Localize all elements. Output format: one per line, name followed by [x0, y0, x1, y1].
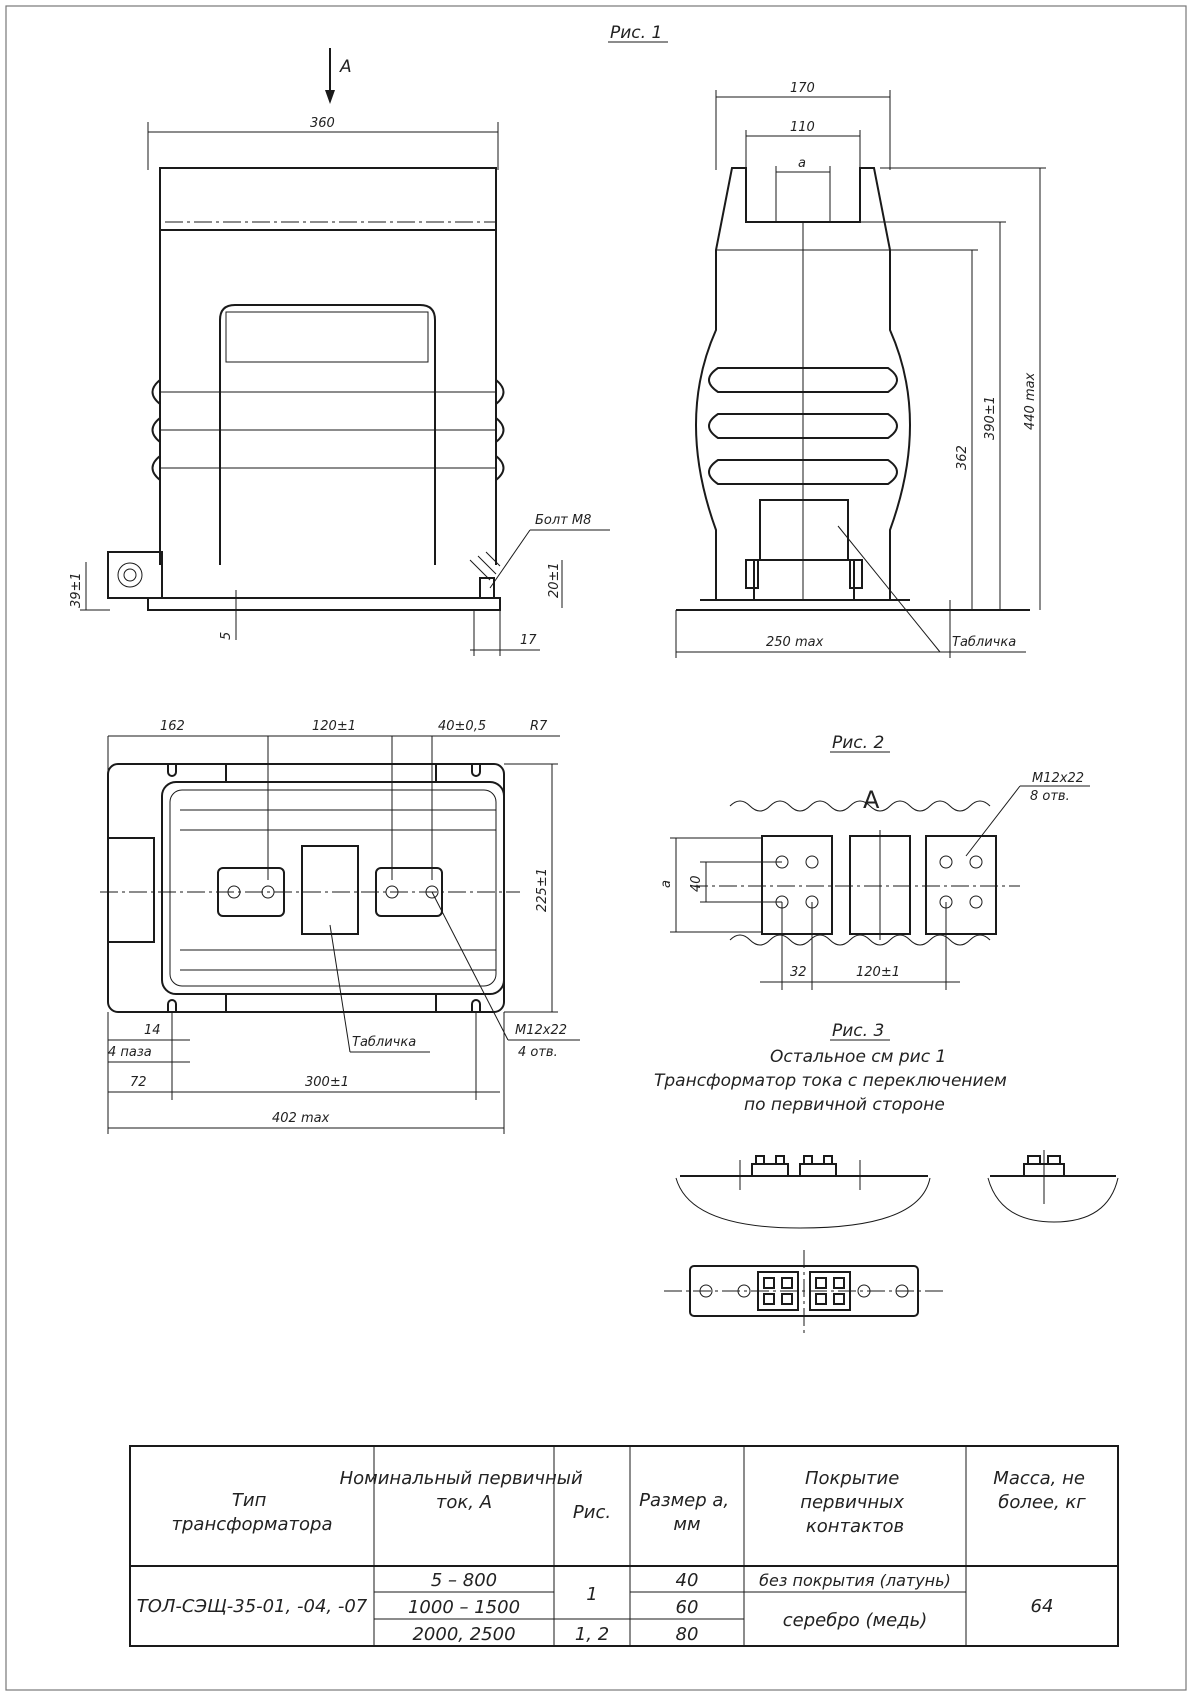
table-header-size: Размер а, мм — [639, 1490, 735, 1535]
dim-terminal-height: 39±1 — [69, 572, 84, 608]
dim-top-225: 225±1 — [535, 868, 550, 912]
fig2-view-label: A — [863, 786, 880, 814]
dim-top-r7: R7 — [530, 719, 548, 734]
table-fig-3: 1, 2 — [575, 1624, 609, 1645]
top-holes-count: 4 отв. — [518, 1045, 558, 1060]
top-plate-label: Табличка — [352, 1035, 416, 1050]
bolt-label: Болт М8 — [535, 513, 591, 528]
table-header-fig: Рис. — [573, 1502, 611, 1523]
table-current-1: 5 – 800 — [431, 1570, 497, 1591]
dim-bolt-offset: 17 — [520, 633, 537, 648]
fig1-title: Рис. 1 — [610, 23, 662, 43]
view-arrow-label: A — [339, 57, 352, 77]
dim-side-440: 440 max — [1023, 372, 1038, 430]
table-size-1: 40 — [676, 1570, 699, 1591]
table-fig-12: 1 — [586, 1584, 597, 1605]
dim-bolt-height: 20±1 — [547, 562, 562, 598]
dim-front-width: 360 — [310, 116, 335, 131]
table-header-mass: Масса, не более, кг — [993, 1468, 1090, 1513]
table-header-current: Номинальный первичный ток, А — [340, 1468, 589, 1513]
dim-top-300: 300±1 — [305, 1075, 349, 1090]
fig3-see-fig1: Остальное см рис 1 — [770, 1047, 946, 1067]
sheet-frame — [5, 5, 1187, 1691]
fig3-connection-plates — [757, 1271, 851, 1311]
side-view: 170 110 a 440 max 390±1 — [675, 81, 1046, 658]
dim-base-thickness: 5 — [219, 632, 234, 640]
dim-top-72: 72 — [130, 1075, 147, 1090]
dim-side-a: a — [798, 156, 806, 171]
table-current-3: 2000, 2500 — [412, 1624, 515, 1645]
fig2-dim-120: 120±1 — [856, 965, 900, 980]
fig3-view: Рис. 3 Остальное см рис 1 Трансформатор … — [654, 1021, 1119, 1334]
fig3-desc-line2: по первичной стороне — [744, 1095, 945, 1115]
side-plate-label: Табличка — [952, 635, 1016, 650]
dim-top-40: 40±0,5 — [438, 719, 486, 734]
dim-side-250: 250 max — [766, 635, 824, 650]
fig2-dim-a: a — [659, 880, 674, 888]
fig2-holes-label: М12х22 — [1032, 771, 1084, 786]
table-current-2: 1000 – 1500 — [408, 1597, 520, 1618]
fig3-title: Рис. 3 — [832, 1021, 884, 1041]
table-type: ТОЛ-СЭЩ-35-01, -04, -07 — [137, 1596, 368, 1617]
dim-top-402: 402 max — [272, 1111, 330, 1126]
dim-side-390: 390±1 — [983, 396, 998, 440]
fig2-dim-40: 40 — [689, 875, 704, 892]
dim-side-110: 110 — [790, 120, 815, 135]
fig3-desc-line1: Трансформатор тока с переключением — [654, 1071, 1007, 1091]
dim-side-362: 362 — [955, 445, 970, 470]
table-header-coating: Покрытие первичных контактов — [800, 1468, 910, 1537]
table-mass: 64 — [1031, 1596, 1054, 1617]
fig2-holes-count: 8 отв. — [1030, 789, 1070, 804]
dim-top-120: 120±1 — [312, 719, 356, 734]
dim-side-170: 170 — [790, 81, 815, 96]
dim-top-14: 14 — [144, 1023, 161, 1038]
fig2-dim-32: 32 — [790, 965, 807, 980]
table-size-3: 80 — [676, 1624, 699, 1645]
fig2-title: Рис. 2 — [832, 733, 884, 753]
dim-top-slots: 4 паза — [108, 1045, 152, 1060]
top-holes-label: М12х22 — [515, 1023, 567, 1038]
dim-top-162: 162 — [160, 719, 185, 734]
table-size-2: 60 — [676, 1597, 699, 1618]
fig2-view: Рис. 2 A М12х22 8 отв. a 40 32 — [659, 733, 1090, 990]
table-coating-23: серебро (медь) — [783, 1610, 927, 1631]
table-header-type: Тип трансформатора — [172, 1490, 333, 1535]
front-view: A 360 Болт М8 20±1 — [69, 48, 610, 656]
table-coating-1: без покрытия (латунь) — [759, 1571, 951, 1590]
spec-table: Тип трансформатора Номинальный первичный… — [129, 1445, 1119, 1647]
top-view: 162 120±1 40±0,5 R7 — [100, 719, 580, 1134]
